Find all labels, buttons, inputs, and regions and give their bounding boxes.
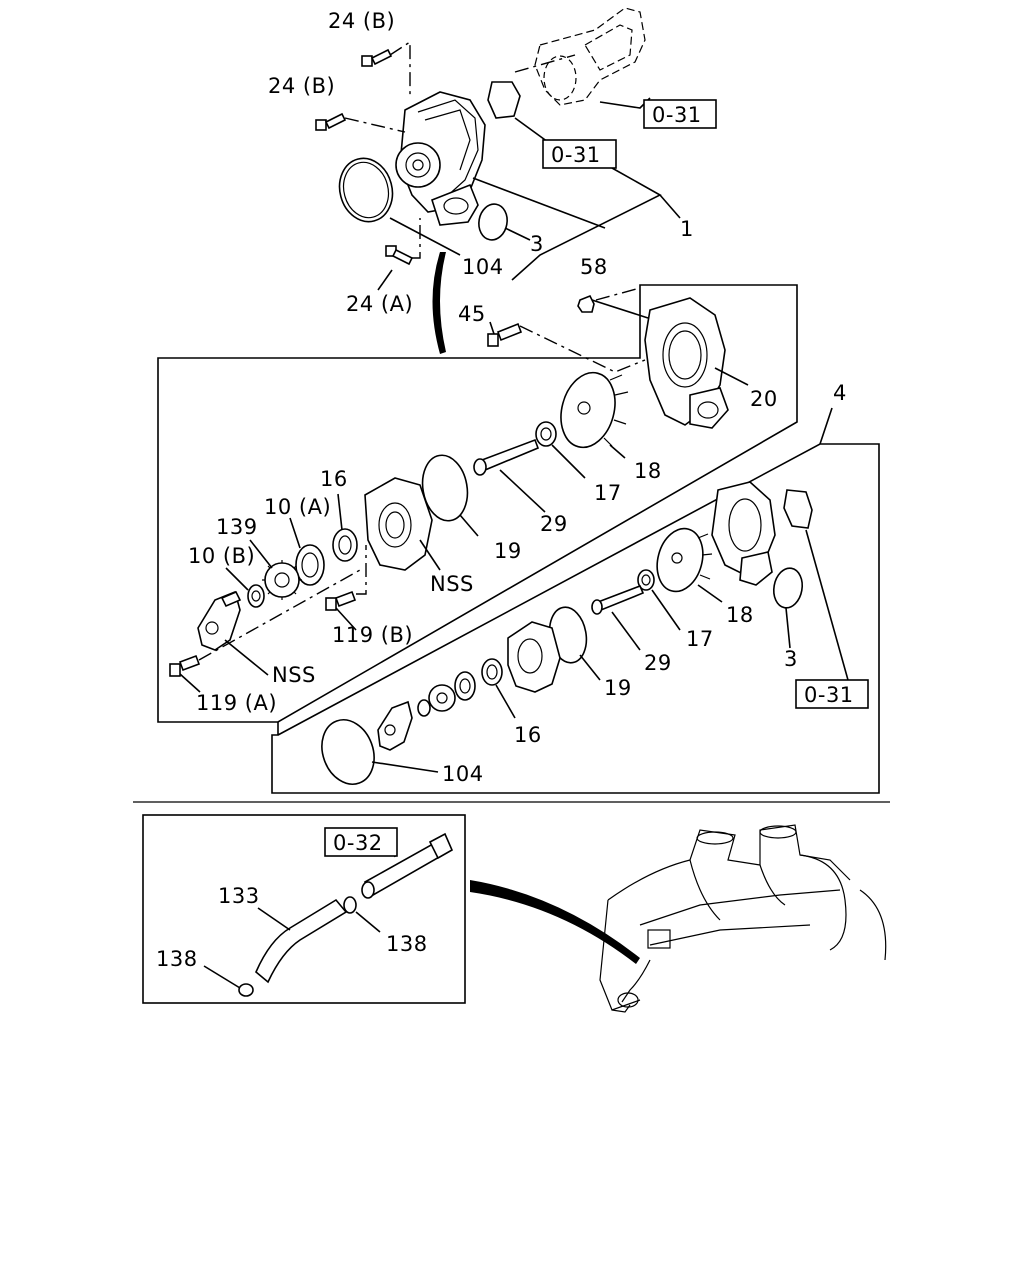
callout-119b: 119 (B) — [332, 623, 413, 647]
bolt-45 — [487, 322, 523, 347]
callout-17-a: 17 — [594, 481, 622, 505]
ref-0-31-c[interactable]: 0-31 — [804, 683, 854, 707]
callout-138-b: 138 — [386, 932, 428, 956]
callout-nss-2: NSS — [272, 663, 316, 687]
callout-18-a: 18 — [634, 459, 662, 483]
callout-3-b: 3 — [784, 647, 798, 671]
ref-0-31-a[interactable]: 0-31 — [652, 103, 702, 127]
thermostat-housing-outline — [534, 7, 646, 106]
o-ring-3-top — [478, 203, 508, 241]
pump-flange-plate — [364, 477, 433, 571]
impeller-18-a — [560, 371, 629, 449]
bearing-16-b — [481, 658, 503, 686]
shaft-29-b — [591, 584, 645, 615]
ref-box-0-31-c-frame — [795, 679, 869, 709]
callout-138-a: 138 — [156, 947, 198, 971]
bolt-119a — [169, 654, 201, 677]
o-ring-104-top — [338, 157, 394, 223]
callout-10b: 10 (B) — [188, 544, 255, 568]
callout-17-b: 17 — [686, 627, 714, 651]
callout-20: 20 — [750, 387, 778, 411]
shaft-29-a — [473, 438, 540, 476]
housing-gasket — [487, 81, 521, 119]
engine-location-sketch — [599, 824, 887, 1013]
bolt-24a — [385, 245, 414, 266]
callout-1: 1 — [680, 217, 694, 241]
ref-box-0-31-a-frame — [643, 99, 717, 129]
callout-104-top: 104 — [462, 255, 504, 279]
view-arrow-bottom — [470, 880, 640, 964]
nut-58 — [577, 294, 595, 313]
mounting-bracket-b — [377, 700, 413, 751]
ref-0-31-b[interactable]: 0-31 — [551, 143, 601, 167]
o-ring-104-b — [321, 719, 375, 785]
housing-gasket-b — [783, 489, 813, 529]
callout-19-b: 19 — [604, 676, 632, 700]
callout-139: 139 — [216, 515, 258, 539]
callout-16-b: 16 — [514, 723, 542, 747]
exploded-view-frame-1 — [157, 284, 798, 723]
bearing-10a — [295, 544, 325, 586]
washer-10b — [247, 584, 265, 608]
mounting-bracket — [197, 590, 242, 651]
callout-24b-mid: 24 (B) — [268, 74, 335, 98]
exploded-view-1-parts — [169, 287, 749, 693]
callout-104-b: 104 — [442, 762, 484, 786]
bearing-16-a — [332, 528, 358, 562]
hose-clamp-138-a — [238, 983, 254, 997]
callout-133: 133 — [218, 884, 260, 908]
water-pipe — [361, 832, 454, 899]
callout-4: 4 — [833, 381, 847, 405]
bolt-24b-mid — [315, 112, 347, 131]
callout-3-top: 3 — [530, 232, 544, 256]
exploded-view-frame-2 — [271, 443, 880, 794]
callout-10a: 10 (A) — [264, 495, 331, 519]
view-arrow-top — [432, 252, 446, 354]
ref-box-0-32-frame — [324, 827, 398, 857]
pump-assembly-top — [315, 7, 681, 354]
hose-clamp-138-b — [343, 896, 357, 914]
pump-housing-20 — [644, 297, 729, 429]
bearing-small-b — [454, 671, 476, 701]
hose-detail-parts — [203, 832, 454, 997]
callout-18-b: 18 — [726, 603, 754, 627]
callout-119a: 119 (A) — [196, 691, 277, 715]
ref-0-32[interactable]: 0-32 — [333, 831, 383, 855]
callout-16-a: 16 — [320, 467, 348, 491]
o-ring-3-b — [772, 567, 804, 609]
bolt-119b — [325, 590, 357, 611]
callout-29-b: 29 — [644, 651, 672, 675]
water-pump-body — [395, 91, 486, 226]
pump-flange-plate-b — [507, 621, 561, 693]
callout-29-a: 29 — [540, 512, 568, 536]
callout-58: 58 — [580, 255, 608, 279]
pump-housing-b — [711, 481, 776, 586]
callout-nss-1: NSS — [430, 572, 474, 596]
hose-133 — [255, 898, 348, 984]
gear-139 — [262, 560, 302, 600]
exploded-view-2-parts — [321, 481, 849, 785]
hose-detail-frame — [142, 814, 466, 1004]
o-ring-19-a — [421, 454, 469, 522]
callout-24b-top: 24 (B) — [328, 9, 395, 33]
ref-box-0-31-b-frame — [542, 139, 617, 169]
callout-19-a: 19 — [494, 539, 522, 563]
bolt-24b-top — [361, 48, 393, 67]
callout-24a: 24 (A) — [346, 292, 413, 316]
impeller-18-b — [656, 527, 713, 593]
seal-17-b — [637, 569, 655, 591]
callout-45: 45 — [458, 302, 486, 326]
gear-b — [428, 684, 456, 712]
seal-17-a — [535, 421, 557, 447]
